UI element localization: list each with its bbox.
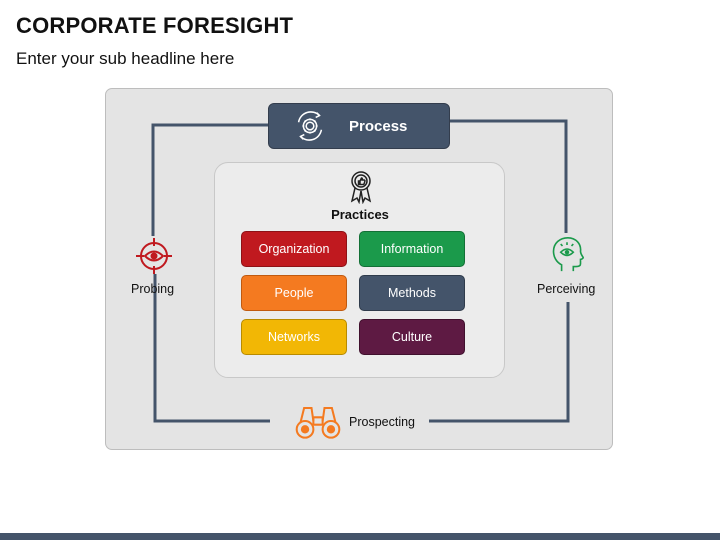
award-thumbs-up-icon [350, 171, 372, 204]
connector-top-left [151, 123, 268, 236]
practices-label: Practices [331, 207, 389, 222]
page-subtitle: Enter your sub headline here [16, 49, 235, 68]
tile-people: People [241, 275, 347, 311]
process-box: Process [268, 103, 450, 149]
footer-bar [0, 533, 720, 540]
connector-bottom-right [429, 302, 570, 423]
gear-cycle-icon [297, 111, 323, 141]
tile-organization: Organization [241, 231, 347, 267]
page-title: CORPORATE FORESIGHT [16, 13, 294, 38]
perceiving-label: Perceiving [537, 282, 596, 296]
tile-information: Information [359, 231, 465, 267]
connector-top-right [450, 119, 568, 233]
tile-networks: Networks [241, 319, 347, 355]
tile-culture: Culture [359, 319, 465, 355]
binoculars-icon [295, 407, 341, 439]
prospecting-label: Prospecting [349, 415, 416, 429]
connector-bottom-left [153, 274, 270, 423]
head-eye-icon [552, 236, 585, 272]
process-label: Process [349, 117, 408, 135]
target-eye-icon [136, 238, 172, 274]
probing-label: Probing [131, 282, 175, 296]
tile-methods: Methods [359, 275, 465, 311]
